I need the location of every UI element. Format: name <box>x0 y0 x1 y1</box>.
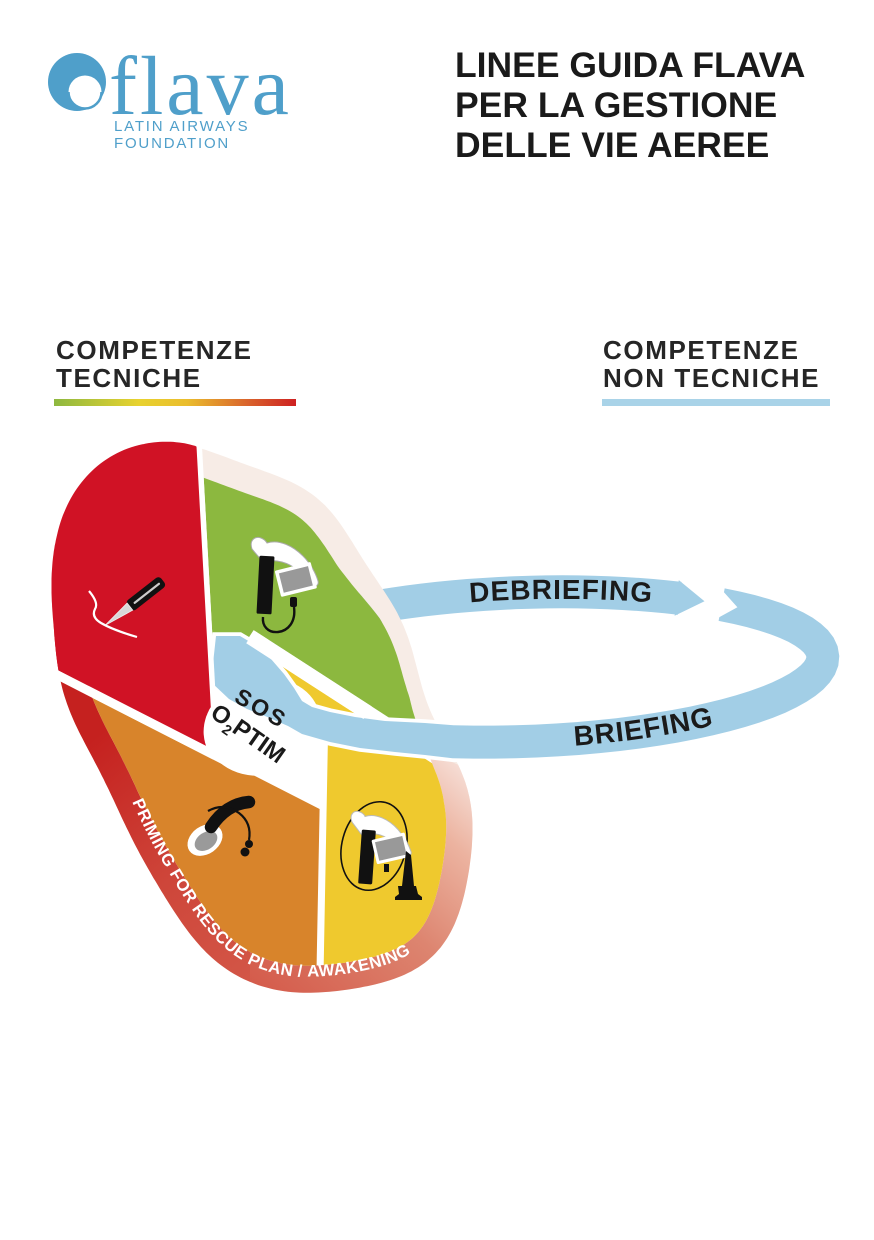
svg-text:flava: flava <box>109 40 292 133</box>
svg-text:COMPETENZE: COMPETENZE <box>603 335 800 365</box>
svg-text:TECNICHE: TECNICHE <box>56 363 202 393</box>
svg-text:LINEE GUIDA FLAVA: LINEE GUIDA FLAVA <box>455 45 805 85</box>
svg-text:PER LA GESTIONE: PER LA GESTIONE <box>455 85 777 125</box>
svg-text:COMPETENZE: COMPETENZE <box>56 335 253 365</box>
svg-text:DEBRIEFING: DEBRIEFING <box>468 574 654 609</box>
svg-text:NON TECNICHE: NON TECNICHE <box>603 363 820 393</box>
svg-text:FOUNDATION: FOUNDATION <box>114 135 230 152</box>
svg-text:DELLE VIE AEREE: DELLE VIE AEREE <box>455 125 769 165</box>
svg-text:LATIN AIRWAYS: LATIN AIRWAYS <box>114 118 249 135</box>
